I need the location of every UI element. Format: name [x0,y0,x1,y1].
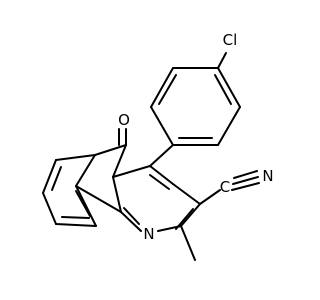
chemical-structure: Cl O N C N [42,31,274,261]
triple-bond [233,170,258,179]
oxygen-label: O [118,111,130,129]
nitrile-carbon-label: C [220,178,230,196]
bond [42,192,57,225]
nitrogen-label: N [143,225,154,243]
bond [172,183,201,205]
bond-aryl-to-ring [149,144,174,167]
triple-bond [231,182,260,191]
inner-double-bond [175,208,194,230]
inner-double-bond [214,74,232,105]
methyl-bond [180,225,196,261]
bond [75,185,122,213]
bond [199,189,221,205]
bond [94,144,127,156]
bond [217,106,241,146]
bond [180,203,201,227]
bond [112,165,151,178]
chlorine-label: Cl [223,31,238,49]
bond [112,144,127,178]
bond [120,211,142,232]
inner-double-bond [61,216,90,219]
five-membered-ring [75,144,127,213]
bond [55,223,97,227]
bond [149,165,174,185]
inner-double-bond [158,74,177,105]
bond [112,176,122,213]
inner-double-bond [123,207,140,225]
bond [55,154,96,161]
triple-bond [232,176,259,185]
chlorophenyl-ring [150,67,241,146]
inner-double-bond [149,174,170,190]
inner-double-bond [75,190,91,217]
bond [217,67,241,108]
inner-double-bond [51,166,62,191]
bond [75,154,96,187]
bond [42,159,57,194]
bond [75,185,97,227]
nitrile-nitrogen-label: N [262,167,273,185]
carbonyl-group [118,128,127,146]
bond-to-chlorine [217,52,227,69]
bond [150,106,174,146]
nitrile-group [199,170,260,205]
bond [150,67,174,108]
benzo-ring [42,154,97,227]
pyridine-ring [112,165,201,232]
